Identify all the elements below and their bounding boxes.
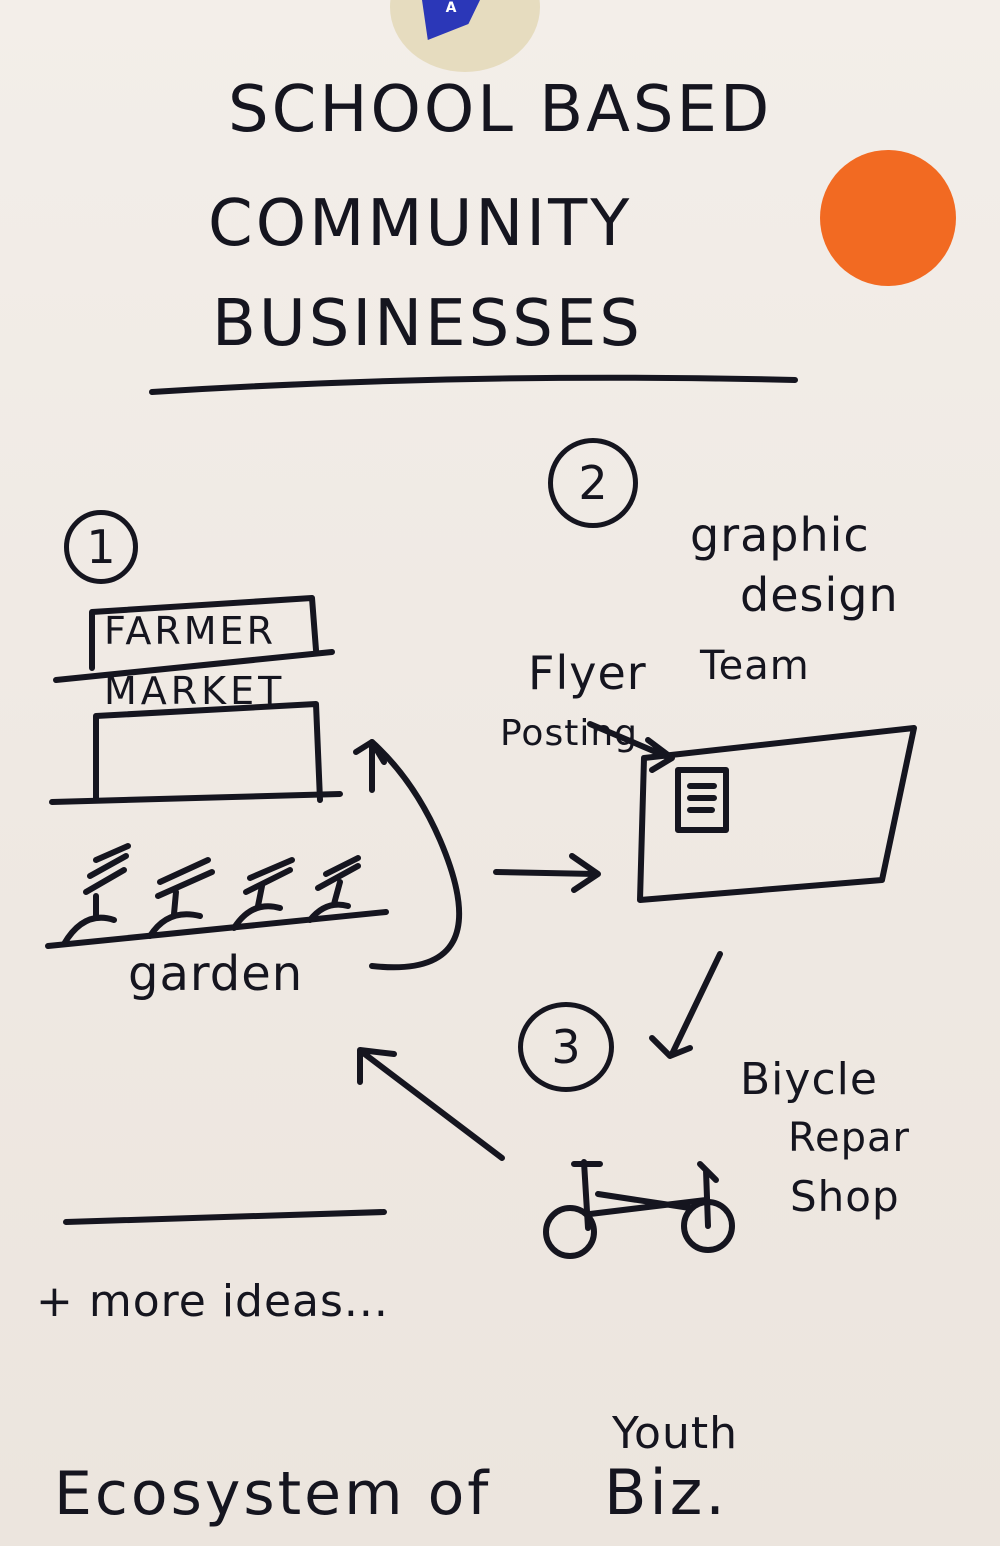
repair-label: Repar [788, 1115, 910, 1161]
curved-arrow-head [353, 739, 387, 793]
arrow-bike-to-garden [357, 1047, 505, 1161]
garden-plant-3 [231, 857, 295, 931]
garden-plant-4 [307, 855, 361, 923]
market-stall-box [93, 701, 323, 803]
arrow-to-flyer-board [493, 853, 601, 893]
bicycle-frame [571, 1159, 719, 1231]
arrow-down-to-bike-shop [649, 951, 723, 1059]
title-line-3: BUSINESSES [212, 287, 643, 361]
more-ideas-text: + more ideas... [36, 1276, 389, 1327]
bicycle-rear-wheel [543, 1205, 597, 1259]
step-number-3: 3 [518, 1002, 614, 1092]
flyer-board [637, 725, 917, 903]
garden-plant-2 [147, 857, 215, 939]
flyer-lines [687, 783, 717, 813]
youth-label: Youth [612, 1408, 738, 1459]
curved-arrow-garden-to-market [369, 739, 463, 971]
market-sign-box [89, 595, 319, 671]
market-sign-text: MARKET [104, 669, 286, 713]
orange-dot-sticker [820, 150, 956, 286]
title-line-1: SCHOOL BASED [228, 73, 773, 147]
market-awning [53, 649, 335, 683]
garden-plant-1 [61, 843, 131, 947]
team-label: Team [700, 643, 810, 689]
ecosystem-text: Ecosystem of [54, 1459, 492, 1529]
garden-label: garden [128, 946, 304, 1002]
garden-ground [45, 909, 389, 949]
design-label: design [740, 568, 899, 622]
market-counter-line [49, 791, 343, 805]
step-number-2: 2 [548, 438, 638, 528]
step-number-1: 1 [64, 510, 138, 584]
bicycle-label: Biycle [740, 1054, 878, 1105]
title-line-2: COMMUNITY [208, 187, 633, 261]
title-underline [149, 374, 798, 395]
graphic-label: graphic [690, 508, 870, 562]
biz-text: Biz. [604, 1456, 729, 1529]
flyer-label: Flyer [528, 646, 647, 700]
more-ideas-separator [63, 1209, 387, 1225]
shop-label: Shop [790, 1172, 900, 1221]
farmer-sign-text: FARMER [104, 609, 276, 653]
flyer-on-board [675, 767, 729, 833]
posting-arrow [587, 721, 675, 773]
